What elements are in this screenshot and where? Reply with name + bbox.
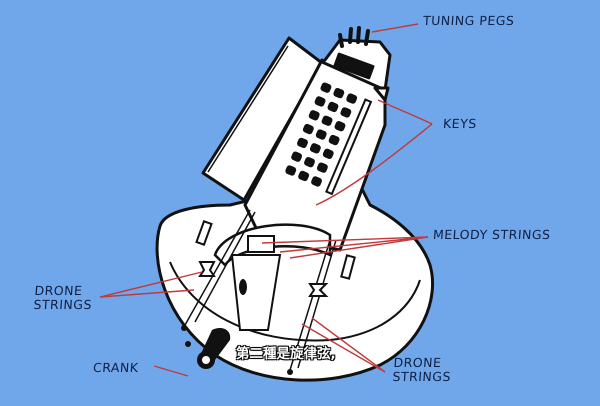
pointer-melody-3 [289, 236, 429, 259]
body-fittings [195, 220, 356, 297]
crank [197, 328, 231, 369]
strap-buttons [181, 325, 293, 375]
pointer-crank [153, 365, 189, 377]
video-subtitle: 第二種是旋律弦, [236, 346, 336, 362]
body-inner-line [169, 261, 421, 342]
label-drone-strings-right-line1: DRONE [393, 355, 442, 370]
label-drone-strings-left-line2: STRINGS [33, 297, 93, 312]
bridge [247, 235, 275, 253]
label-drone-strings-left-line1: DRONE [34, 283, 83, 298]
pointer-lines [99, 23, 433, 377]
label-tuning-pegs: TUNING PEGS [422, 13, 515, 28]
pointer-melody-1 [261, 236, 429, 244]
label-drone-strings-left: DRONE STRINGS [33, 283, 93, 312]
keys [285, 82, 373, 196]
tailpiece [230, 254, 282, 331]
pointer-keys-1 [377, 99, 433, 125]
pointer-drone-right-1 [311, 317, 386, 373]
pointer-drone-left-1 [99, 271, 203, 298]
instrument-body [155, 173, 435, 382]
pointer-drone-right-2 [301, 323, 386, 373]
tuning-pegs [338, 26, 370, 48]
pointer-keys-2 [315, 123, 433, 206]
pointer-tuning-pegs [371, 23, 419, 33]
label-melody-strings: MELODY STRINGS [432, 227, 552, 242]
strings [184, 209, 337, 371]
peghead [320, 38, 392, 102]
label-drone-strings-right-line2: STRINGS [392, 369, 452, 384]
pointer-drone-left-2 [99, 289, 195, 298]
label-drone-strings-right: DRONE STRINGS [392, 355, 452, 384]
label-keys: KEYS [442, 116, 478, 131]
pointer-melody-2 [279, 236, 429, 253]
soundhole [239, 279, 247, 295]
label-crank: CRANK [92, 360, 140, 375]
